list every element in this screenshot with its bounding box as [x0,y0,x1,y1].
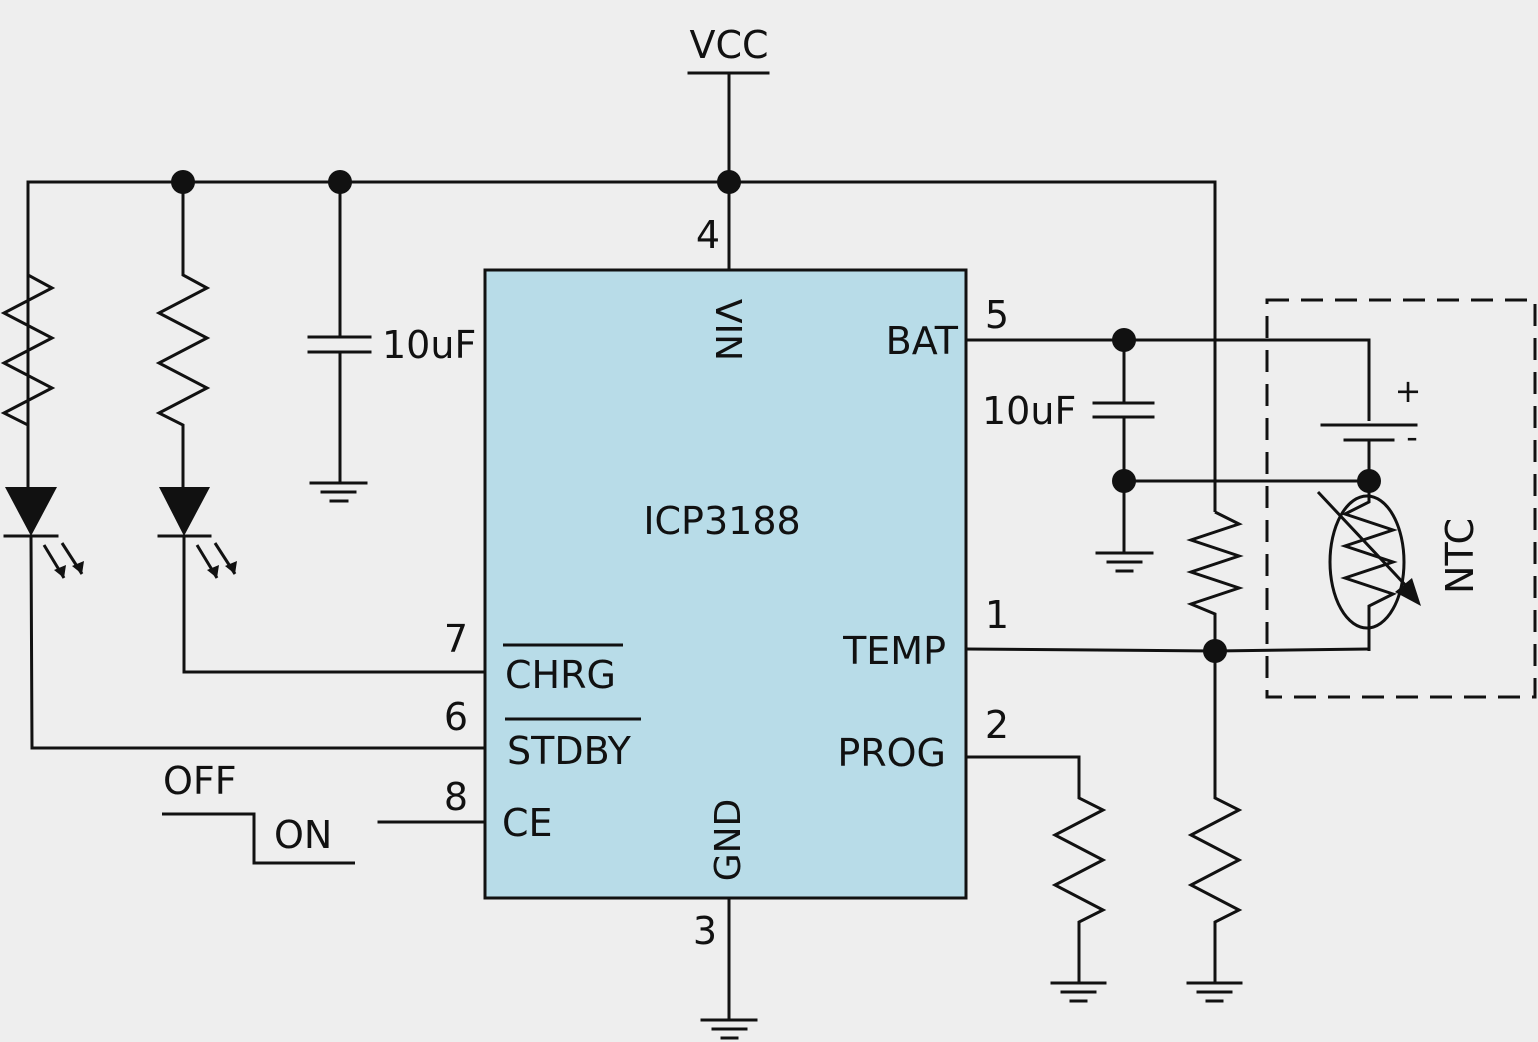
temp-divider [965,510,1370,1003]
ce-switch [162,812,487,865]
chip-ground [700,896,758,1040]
pin-temp-number: 1 [985,593,1009,637]
switch-on-label: ON [274,813,332,857]
chip-name: ICP3188 [643,499,800,543]
pin-vin-label: VIN [707,299,748,361]
battery-icon [1320,423,1418,483]
pin-ce-number: 8 [444,775,468,819]
stdby-led-branch [0,182,485,750]
input-capacitor [307,180,372,485]
pin-gnd-label: GND [708,799,749,882]
pin-chrg-label: CHRG [505,653,616,697]
resistor-stdby [0,182,56,487]
pin-vin-number: 4 [696,213,720,257]
ground-icon [309,481,368,503]
ground-icon [1050,981,1107,1003]
pin-gnd-number: 3 [693,909,717,953]
ic-body [483,268,968,900]
prog-resistor-branch [966,755,1107,1003]
bat-capacitor-value: 10uF [982,389,1076,433]
pin-bat-label: BAT [886,319,959,363]
ground-icon [700,1018,758,1040]
ground-icon [1095,551,1154,573]
ntc-label: NTC [1438,518,1482,594]
resistor-prog [966,755,1107,983]
pin-temp-label: TEMP [842,629,946,673]
vcc-label: VCC [689,23,768,67]
resistor-chrg [155,182,211,487]
input-capacitor-value: 10uF [382,323,476,367]
pin-prog-number: 2 [985,703,1009,747]
led-chrg [159,487,210,536]
ntc-thermistor [1316,481,1421,651]
pin-ce-label: CE [502,801,553,845]
pin-stdby-label: STDBY [507,729,632,773]
switch-off-label: OFF [163,759,237,803]
ntc-package-outline [1265,298,1537,699]
pin-prog-label: PROG [837,731,946,775]
battery-minus: - [1406,418,1418,456]
bat-net [966,328,1381,573]
led-stdby-emission-icon [42,542,84,579]
chrg-led-branch [155,182,485,674]
pin-bat-number: 5 [985,293,1009,337]
resistor-temp-lower [1187,651,1243,983]
led-stdby [5,487,57,536]
pin-chrg-number: 7 [444,617,468,661]
ground-icon [1186,981,1243,1003]
resistor-temp-upper [1186,510,1244,651]
battery-plus: + [1395,372,1422,410]
led-chrg-emission-icon [195,542,237,579]
pin-stdby-number: 6 [444,695,468,739]
